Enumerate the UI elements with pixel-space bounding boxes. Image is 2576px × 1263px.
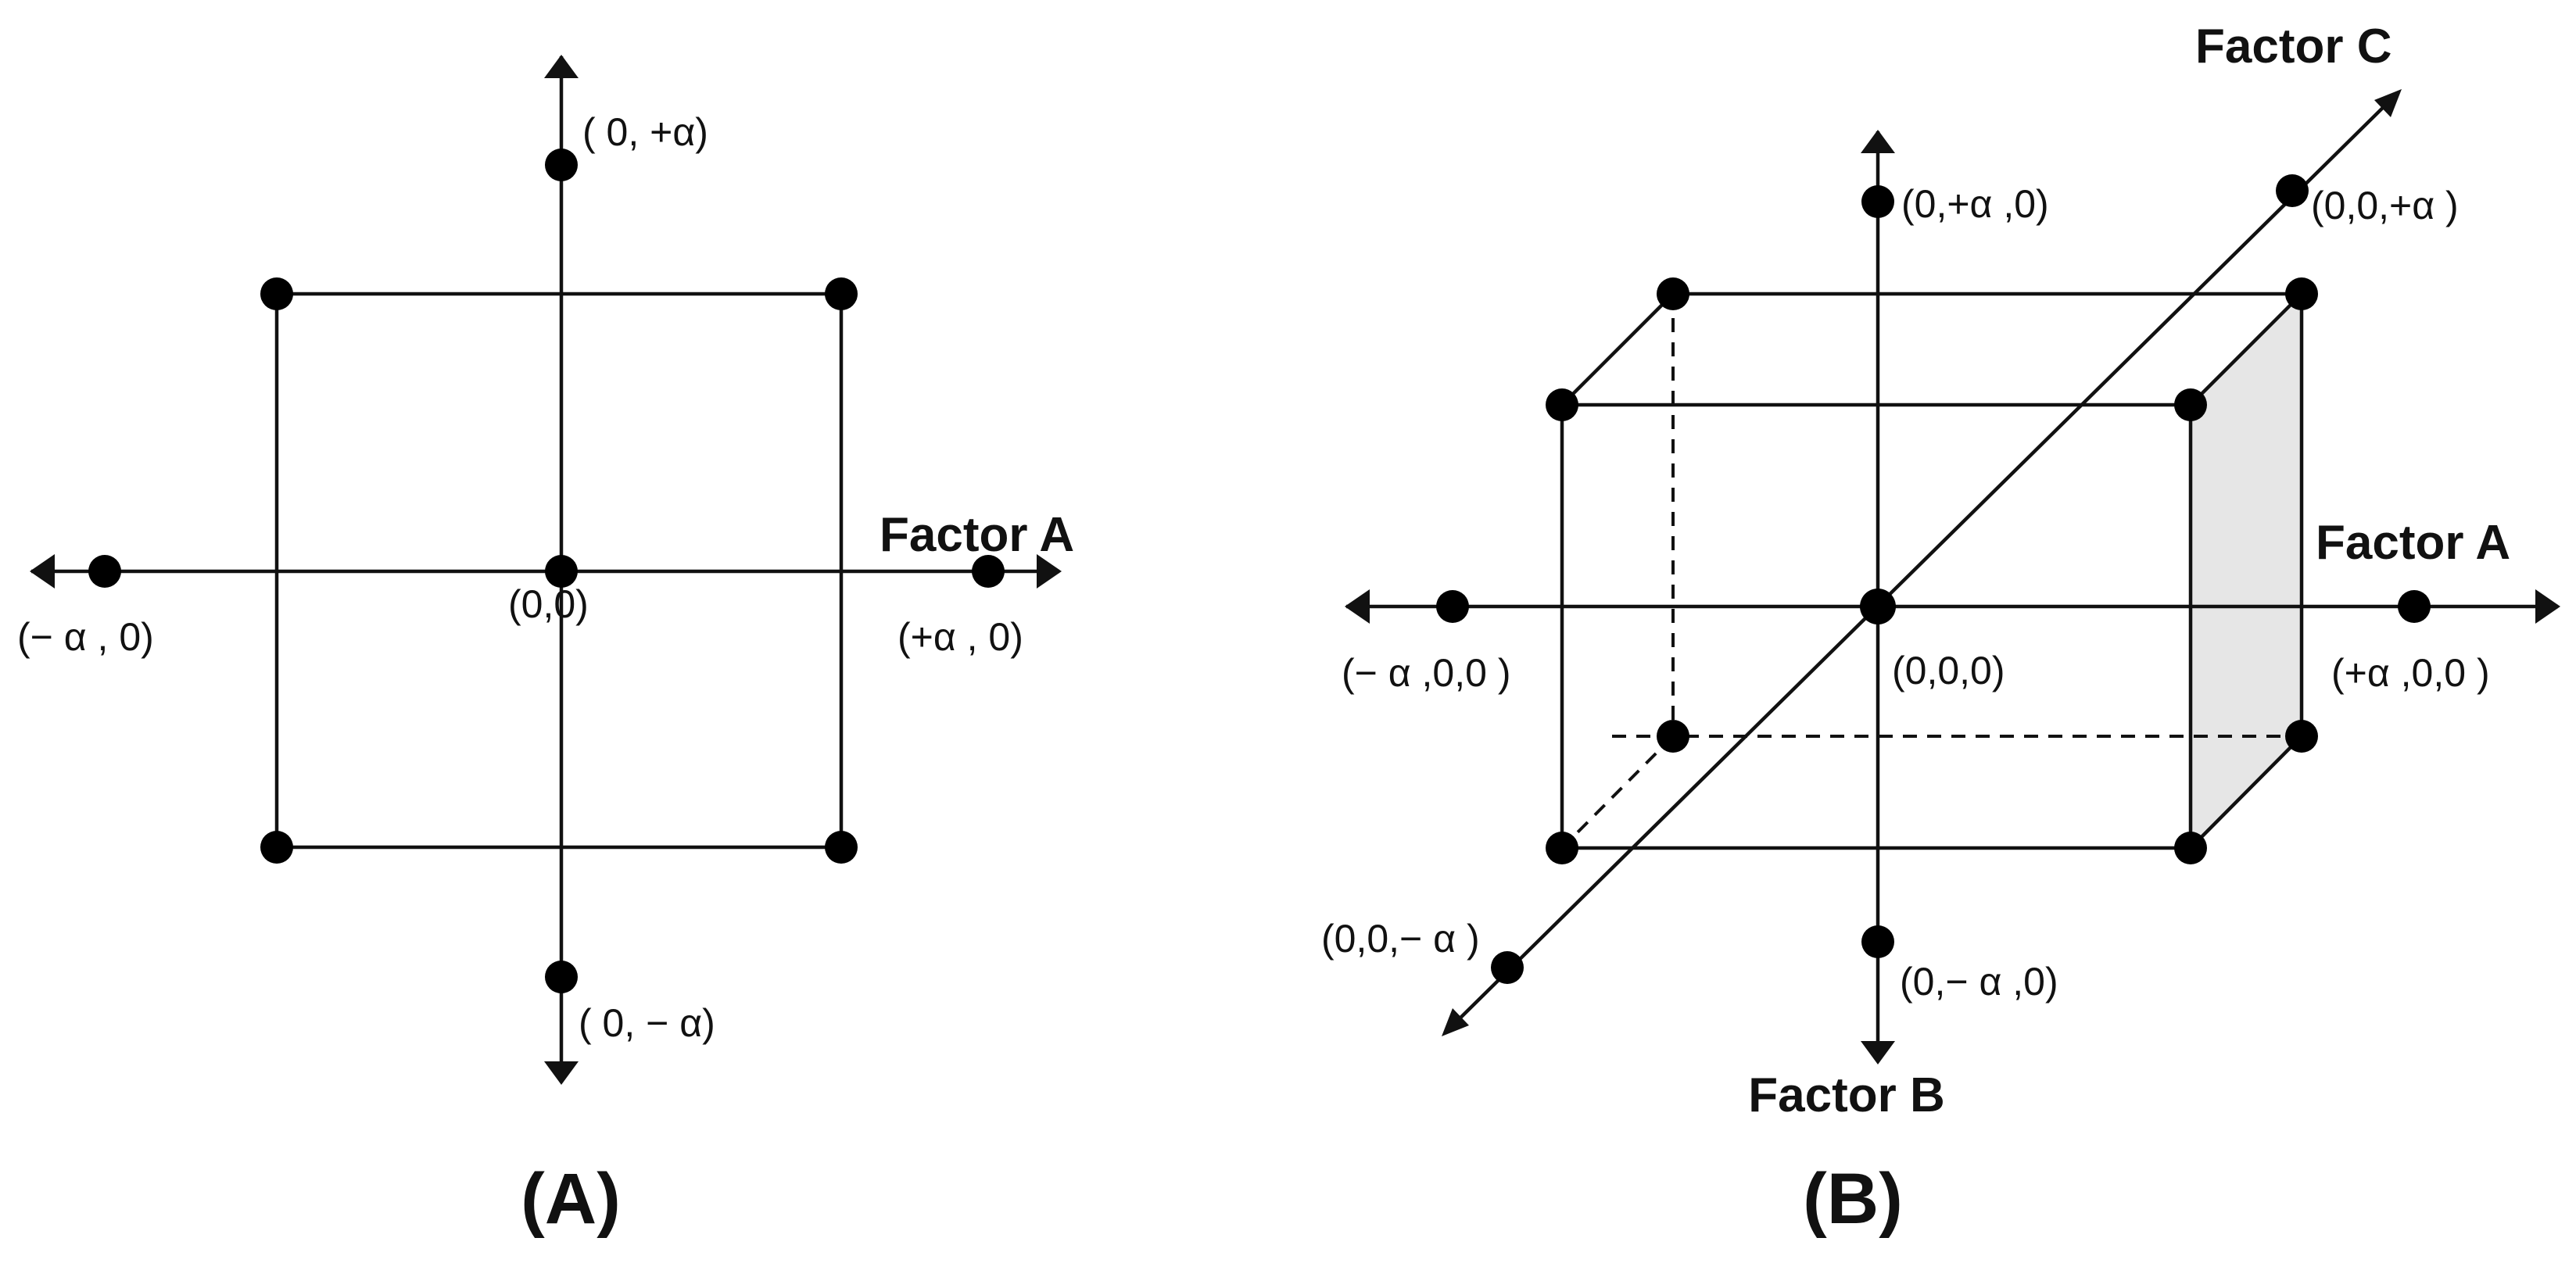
panel-a: ( 0, +α) ( 0, − α) (− α , 0) (+α , 0) (0… [17, 55, 1074, 1239]
panel-a-label-bottom: ( 0, − α) [579, 1001, 715, 1045]
panel-a-corner [825, 277, 858, 310]
panel-b-vertex [1657, 720, 1689, 753]
panel-b-label-center: (0,0,0) [1892, 649, 2005, 692]
panel-b-vertex [2285, 277, 2318, 310]
panel-a-corner [260, 277, 293, 310]
arrow-up-icon [544, 55, 579, 78]
arrow-right-icon [2535, 589, 2560, 624]
panel-b-hidden-edge [1560, 735, 1675, 850]
arrow-right-icon [1037, 554, 1062, 589]
panel-b-vertex [1657, 277, 1689, 310]
panel-b-point-b-minus [1861, 925, 1894, 958]
panel-b-label-a-plus: (+α ,0,0 ) [2331, 651, 2490, 695]
panel-b-label-b-minus: (0,− α ,0) [1900, 960, 2058, 1004]
panel-a-caption: (A) [521, 1159, 621, 1239]
panel-b-label-b-plus: (0,+α ,0) [1901, 182, 2049, 226]
panel-b-point-b-plus [1861, 185, 1894, 218]
panel-b-point-a-minus [1436, 590, 1469, 623]
panel-b-vertex [1546, 832, 1578, 864]
panel-a-label-top: ( 0, +α) [582, 110, 708, 154]
panel-a-label-center: (0,0) [508, 582, 589, 626]
arrow-up-icon [1861, 130, 1895, 153]
panel-a-axis-title: Factor A [880, 508, 1074, 562]
panel-a-point-bottom [545, 961, 578, 993]
panel-b-axis-c [1443, 91, 2400, 1035]
panel-b-label-c-minus: (0,0,− α ) [1321, 917, 1480, 961]
panel-b-axis-a-title: Factor A [2316, 516, 2510, 570]
panel-a-label-left: (− α , 0) [17, 615, 154, 659]
panel-b-point-a-plus [2398, 590, 2431, 623]
panel-b-vertex [1546, 388, 1578, 421]
arrow-down-icon [544, 1061, 579, 1085]
arrow-left-icon [1345, 589, 1370, 624]
panel-a-label-right: (+α , 0) [897, 615, 1023, 659]
panel-b-caption: (B) [1803, 1159, 1903, 1239]
panel-b-edge [2189, 735, 2303, 850]
panel-b-shaded-face [2191, 294, 2302, 848]
panel-b-label-c-plus: (0,0,+α ) [2311, 184, 2459, 227]
panel-b-point-c-plus [2276, 174, 2309, 207]
panel-b-point-center [1860, 589, 1896, 624]
arrow-down-icon [1861, 1041, 1895, 1064]
panel-b-axis-c-title: Factor C [2195, 20, 2391, 73]
panel-b: (0,+α ,0) (0,− α ,0) (− α ,0,0 ) (+α ,0,… [1321, 20, 2560, 1239]
panel-a-corner [825, 831, 858, 864]
panel-b-axis-b-title: Factor B [1748, 1068, 1944, 1122]
panel-a-point-left [88, 555, 121, 588]
arrow-up-right-icon [2374, 89, 2402, 117]
panel-b-vertex [2174, 388, 2207, 421]
panel-a-point-right [972, 555, 1005, 588]
panel-b-edge [1560, 292, 1675, 406]
panel-a-point-top [545, 148, 578, 181]
panel-b-vertex [2174, 832, 2207, 864]
panel-a-point-center [545, 555, 578, 588]
panel-b-vertex [2285, 720, 2318, 753]
panel-b-label-a-minus: (− α ,0,0 ) [1342, 651, 1510, 695]
panel-a-corner [260, 831, 293, 864]
arrow-left-icon [30, 554, 55, 589]
panel-b-point-c-minus [1491, 951, 1524, 984]
arrow-down-left-icon [1442, 1008, 1469, 1036]
panel-b-edge [2189, 292, 2303, 406]
